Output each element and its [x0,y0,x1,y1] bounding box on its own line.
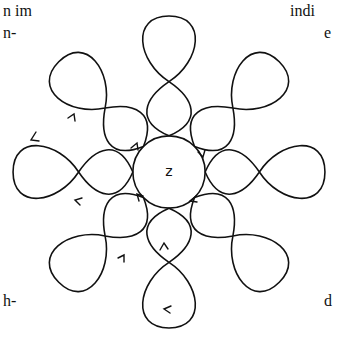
cropped-text: h- [3,292,16,310]
cropped-text: d [324,292,332,310]
cropped-text: e [324,24,331,42]
cropped-text: n- [3,24,16,42]
center-letter: z [163,164,174,179]
cropped-text: n im [3,2,32,20]
arrowheads [31,114,205,313]
petal-ring [13,16,325,328]
cropped-text: indi [290,2,315,20]
